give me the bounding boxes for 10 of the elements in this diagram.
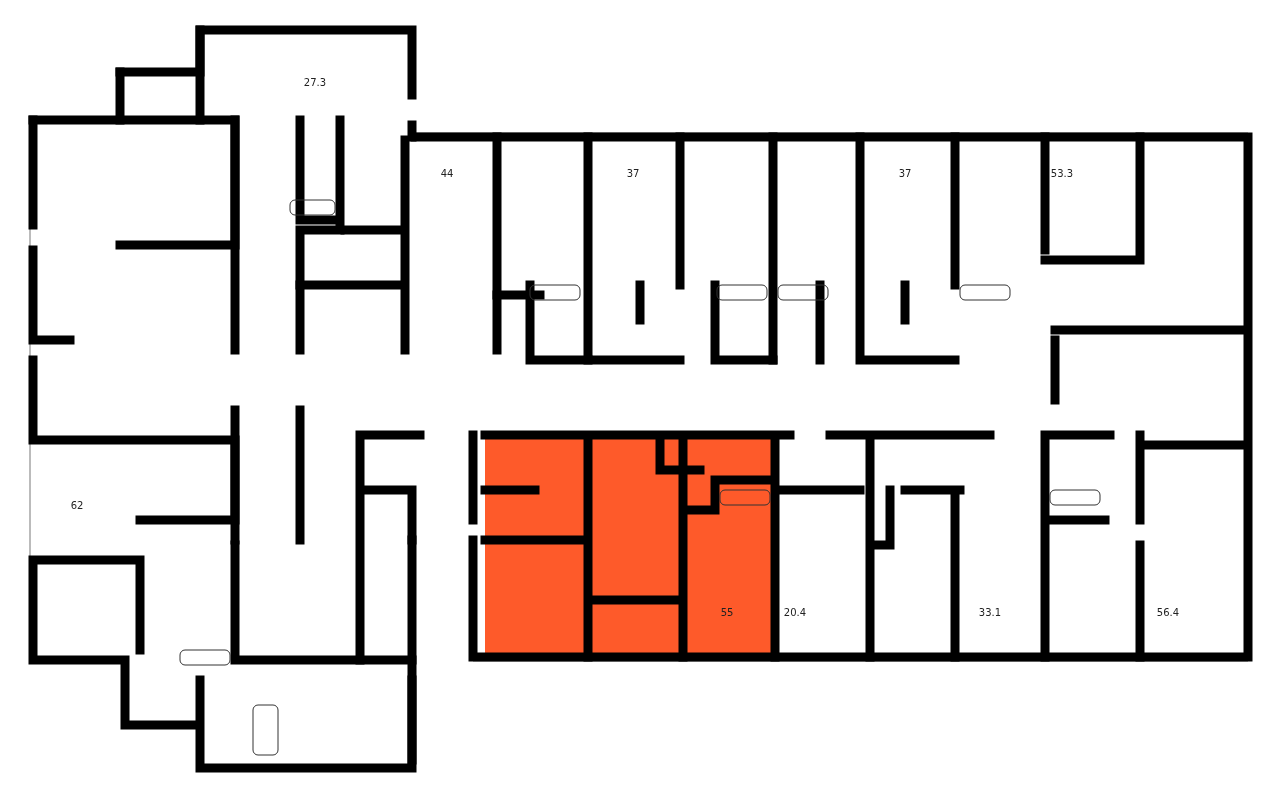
area-label: 27.3 [303, 76, 327, 88]
area-label: 37 [626, 167, 640, 179]
area-label: 53.3 [1050, 167, 1074, 179]
area-label: 44 [440, 167, 454, 179]
area-label: 20.4 [783, 606, 807, 618]
area-label: 33.1 [978, 606, 1002, 618]
area-label: 55 [720, 606, 734, 618]
area-label: 62 [70, 499, 84, 511]
area-label: 56.4 [1156, 606, 1180, 618]
area-label: 37 [898, 167, 912, 179]
